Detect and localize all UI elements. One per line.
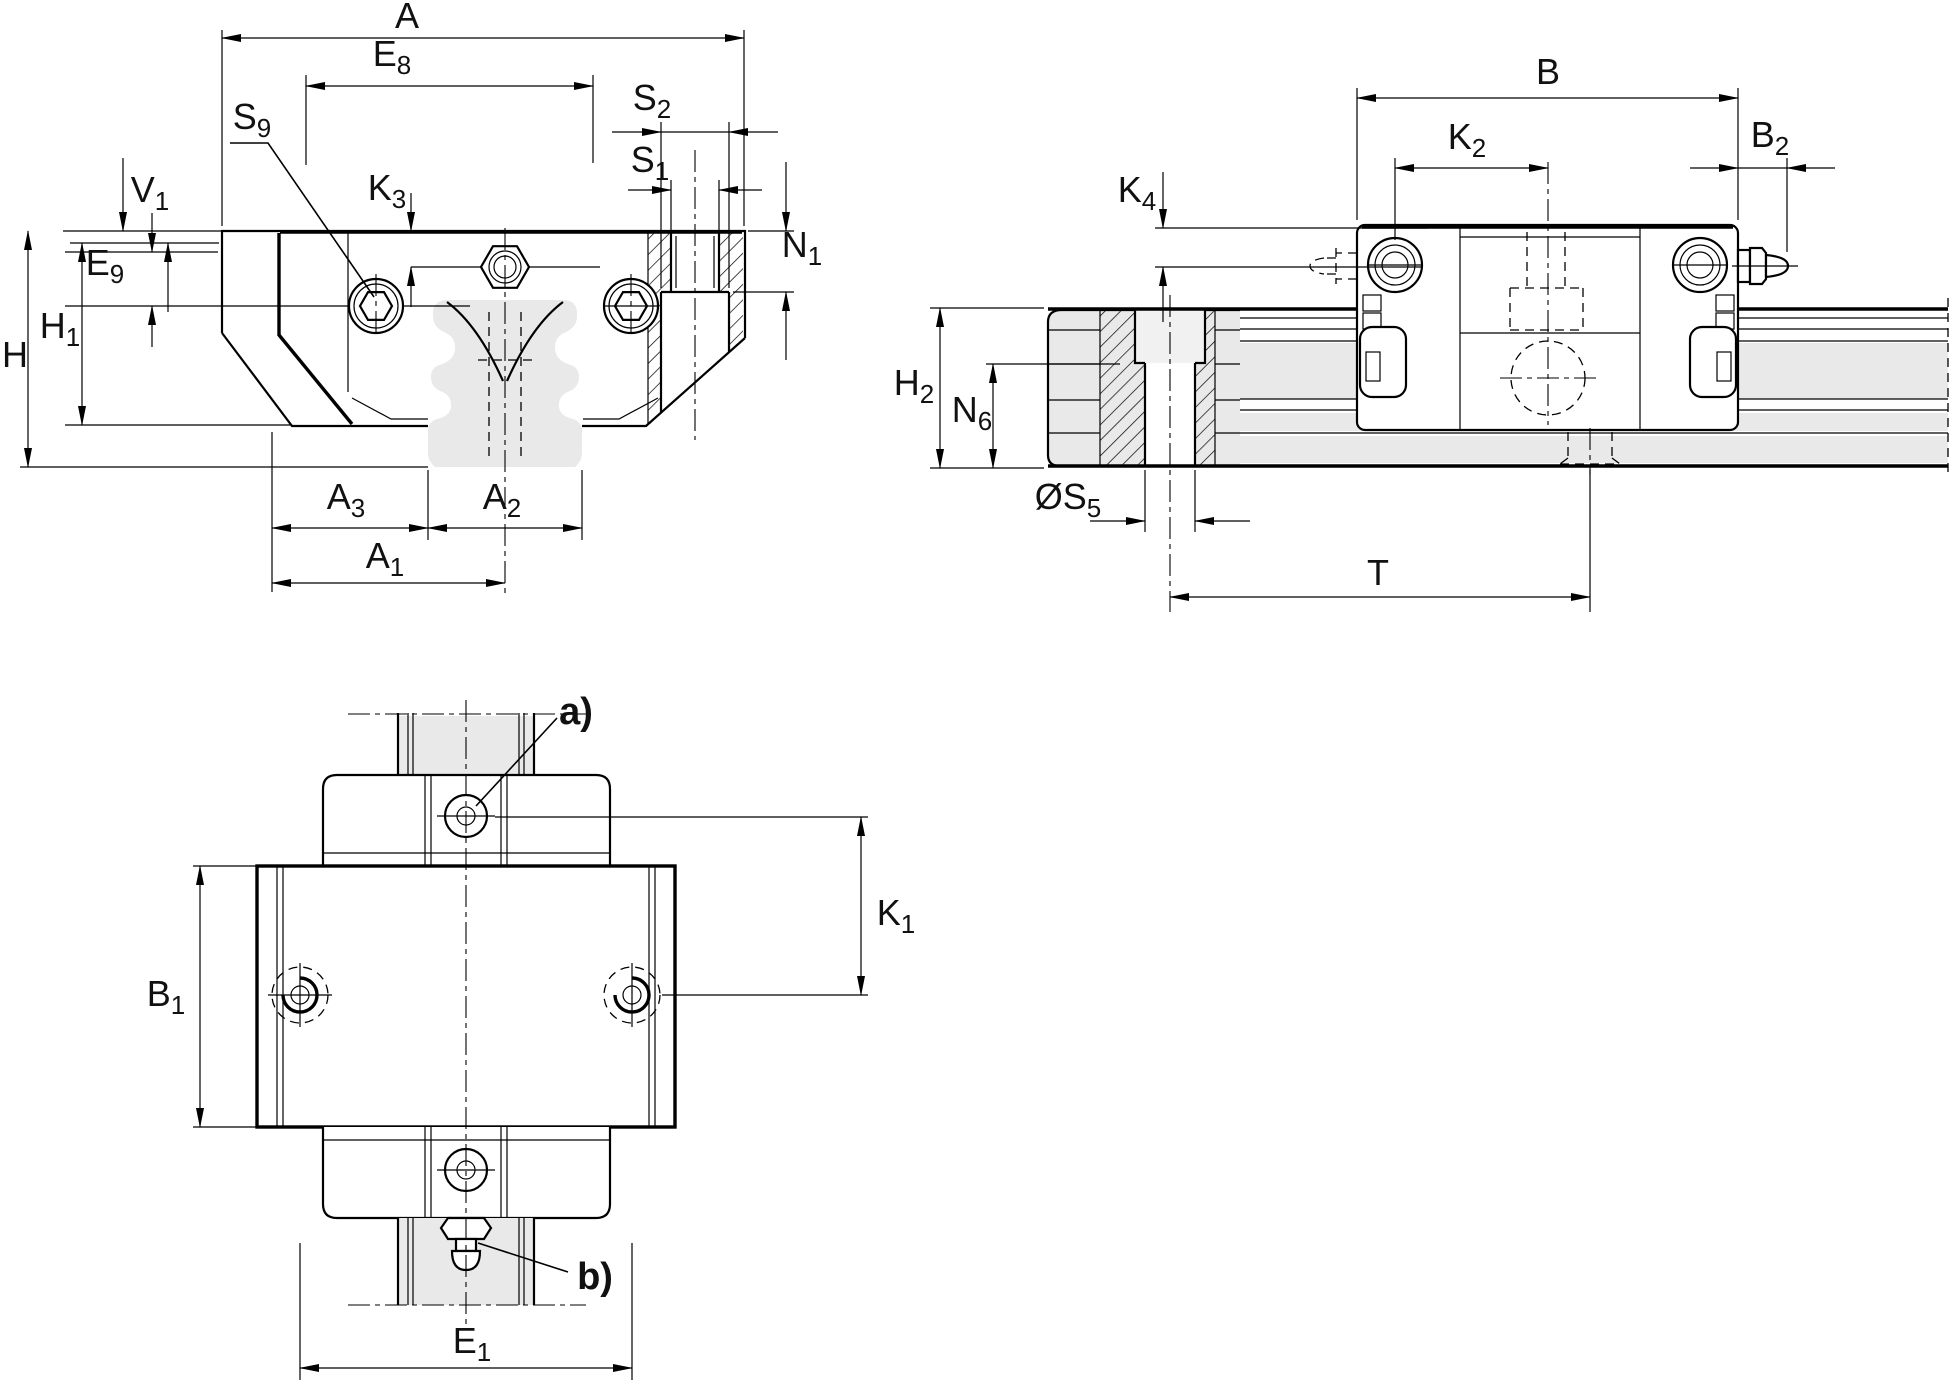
dim-label-s5: ØS5: [1034, 475, 1102, 524]
dim-label-a3: A3: [326, 475, 366, 524]
dim-label-b: B: [1535, 51, 1561, 92]
dim-label-e8: E8: [372, 32, 412, 81]
s9-leader-line: [230, 142, 375, 298]
carriage-side-view: [1309, 162, 1798, 432]
view-top: [193, 700, 868, 1380]
hidden-rail-hole: [1559, 432, 1621, 465]
dim-label-e1: E1: [452, 1319, 492, 1368]
leader-a: [475, 717, 558, 807]
dim-label-a1: A1: [365, 534, 405, 583]
dim-label-s9: S9: [232, 95, 272, 144]
dim-label-s2: S2: [632, 76, 672, 125]
dim-label-e9: E9: [85, 241, 125, 290]
dim-label-k3: K3: [367, 166, 407, 215]
dim-label-h: H: [2, 334, 28, 375]
dim-label-n6: N6: [951, 388, 993, 437]
dim-label-b1: B1: [146, 972, 186, 1021]
rail-section-cut: [1046, 295, 1240, 612]
side-screw-right: [602, 274, 660, 338]
dim-label-n1: N1: [781, 223, 823, 272]
mounting-thread-left: [268, 963, 332, 1027]
dim-label-t: T: [1367, 552, 1389, 593]
hidden-grease-fitting-left: [1309, 248, 1357, 284]
dimension-lines-side: [930, 88, 1835, 612]
dim-label-b2: B2: [1750, 113, 1790, 162]
callout-label-b: b): [577, 1256, 613, 1298]
dim-label-s1: S1: [630, 138, 670, 187]
dim-label-k1: K1: [876, 891, 916, 940]
dim-label-k2: K2: [1447, 115, 1487, 164]
view-side: [930, 88, 1949, 612]
dimension-lines-front: [24, 30, 794, 592]
dim-label-h1: H1: [39, 304, 81, 353]
section-hatch: [648, 233, 671, 424]
rail-top-segment: [348, 713, 586, 775]
mounting-thread-right: [603, 963, 661, 1027]
end-seal-right: [1688, 325, 1738, 399]
grease-nipple-side: [1732, 246, 1798, 286]
end-cap-screw-left: [1366, 236, 1424, 294]
dimension-lines-top: [193, 816, 868, 1380]
end-seal-left: [1358, 325, 1408, 399]
side-screw-s9: [347, 274, 405, 338]
dim-label-h2: H2: [893, 361, 935, 410]
dim-label-a2: A2: [482, 475, 522, 524]
view-front-section: [20, 30, 794, 595]
hidden-thread-hole: [1509, 232, 1584, 331]
dim-label-v1: V1: [130, 168, 170, 217]
end-cap-screw-right: [1671, 236, 1729, 294]
leader-b: [477, 1242, 569, 1273]
dim-label-k4: K4: [1117, 168, 1157, 217]
callout-label-a: a): [559, 691, 593, 733]
rail-vee-groove: [446, 301, 564, 382]
dim-label-a: A: [394, 0, 420, 36]
